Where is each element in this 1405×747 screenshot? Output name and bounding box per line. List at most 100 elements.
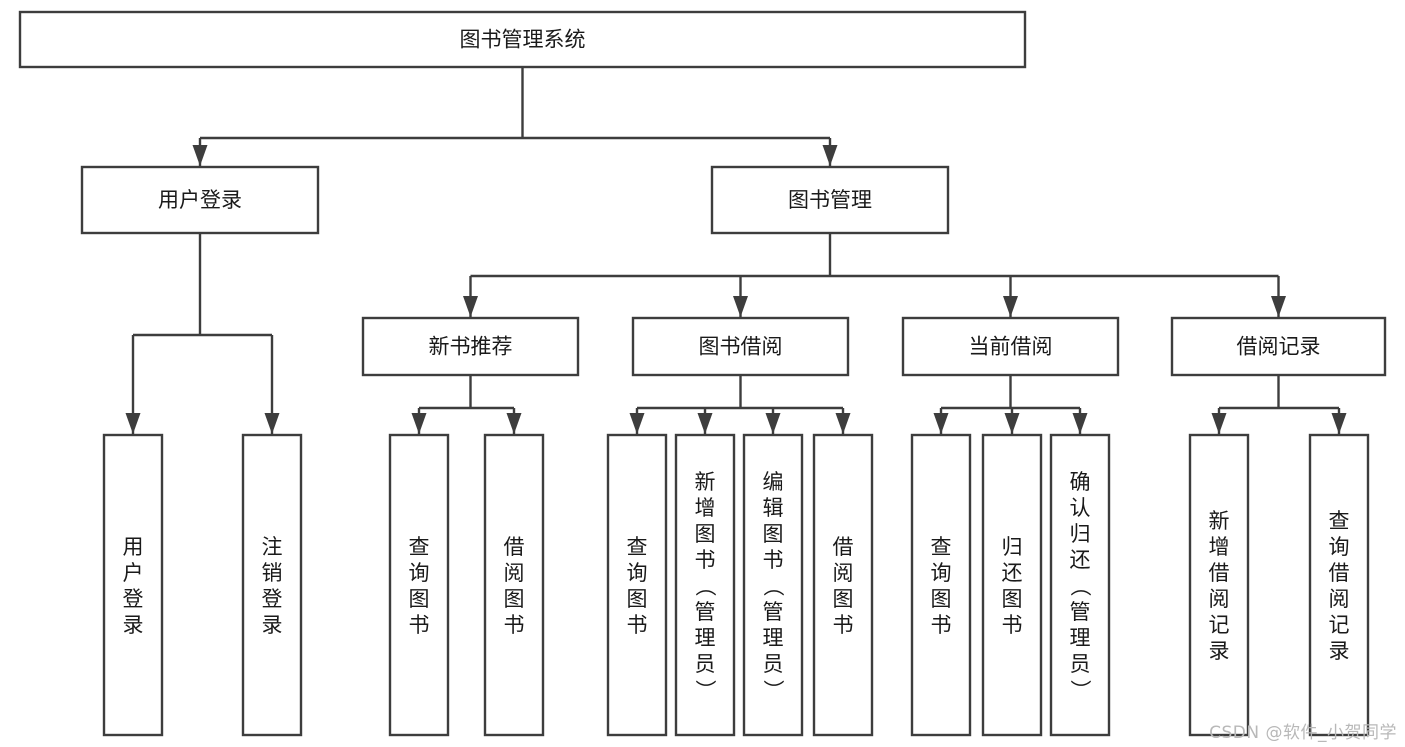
label-char: 录 <box>262 613 283 637</box>
label-char: 认 <box>1070 496 1091 520</box>
watermark-text: CSDN @软件_小贺同学 <box>1209 723 1397 743</box>
label-char: 辑 <box>763 496 784 520</box>
label-char: 书 <box>504 613 525 637</box>
label-char: 借 <box>1329 561 1350 585</box>
label-char: 书 <box>763 548 784 572</box>
label-char: 录 <box>123 613 144 637</box>
label-char: 增 <box>1209 535 1230 559</box>
label-char: 阅 <box>833 561 854 585</box>
label-char: 图 <box>763 522 784 546</box>
node-box <box>388 433 450 737</box>
node-box <box>981 433 1043 737</box>
node-box <box>742 433 804 737</box>
label-char: 员 <box>695 652 716 676</box>
node-level2-0[interactable]: 用户登录 <box>80 165 320 235</box>
arrow-head-icon <box>835 413 851 434</box>
arrow-head-icon <box>765 413 781 434</box>
node-level3-1[interactable]: 图书借阅 <box>631 316 850 377</box>
label-char: 书 <box>695 548 716 572</box>
label-char: 阅 <box>1329 587 1350 611</box>
label-char: 书 <box>931 613 952 637</box>
arrow-head-icon <box>697 413 713 434</box>
arrow-head-icon <box>1331 413 1347 434</box>
node-label: 借阅记录 <box>1237 335 1321 359</box>
label-char: 借 <box>504 535 525 559</box>
node-label: 图书管理系统 <box>460 28 586 52</box>
label-char: 图 <box>695 522 716 546</box>
label-char: 注 <box>262 535 283 559</box>
label-char: （ <box>1068 576 1092 597</box>
label-char: 询 <box>627 561 648 585</box>
node-box <box>812 433 874 737</box>
label-char: 录 <box>1209 639 1230 663</box>
label-char: 理 <box>695 626 716 650</box>
label-char: 员 <box>1070 652 1091 676</box>
label-char: 查 <box>409 535 430 559</box>
label-char: 录 <box>1329 639 1350 663</box>
label-char: 询 <box>931 561 952 585</box>
node-box <box>18 10 1027 69</box>
node-level3-2[interactable]: 当前借阅 <box>901 316 1120 377</box>
label-char: ） <box>693 680 717 701</box>
label-char: 归 <box>1070 522 1091 546</box>
label-char: 询 <box>409 561 430 585</box>
label-char: 查 <box>931 535 952 559</box>
label-char: 书 <box>627 613 648 637</box>
arrow-head-icon <box>1003 296 1018 317</box>
label-char: 户 <box>123 561 144 585</box>
label-char: 销 <box>262 561 283 585</box>
arrow-head-icon <box>411 413 427 434</box>
arrow-head-icon <box>933 413 949 434</box>
node-label: 用户登录 <box>158 188 242 212</box>
label-char: 还 <box>1070 548 1091 572</box>
label-char: 记 <box>1329 613 1350 637</box>
label-char: 图 <box>627 587 648 611</box>
node-level3-3[interactable]: 借阅记录 <box>1170 316 1387 377</box>
node-root[interactable]: 图书管理系统 <box>18 10 1027 69</box>
node-box <box>710 165 950 235</box>
node-box <box>241 433 303 737</box>
label-char: ） <box>1068 680 1092 701</box>
node-box <box>1188 433 1250 737</box>
node-label: 图书管理 <box>788 188 872 212</box>
label-char: 阅 <box>1209 587 1230 611</box>
node-leaf-user-0[interactable]: 用户登录 <box>102 433 164 737</box>
label-char: 还 <box>1002 561 1023 585</box>
label-char: 新 <box>695 470 716 494</box>
node-box <box>483 433 545 737</box>
arrow-head-icon <box>1271 296 1286 317</box>
arrow-head-icon <box>463 296 478 317</box>
node-label-vertical: 用户登录 <box>123 535 144 637</box>
node-level3-0[interactable]: 新书推荐 <box>361 316 580 377</box>
node-box <box>102 433 164 737</box>
arrow-head-icon <box>192 145 208 166</box>
node-label: 新书推荐 <box>429 335 513 359</box>
node-level2-1[interactable]: 图书管理 <box>710 165 950 235</box>
arrow-head-icon <box>822 145 838 166</box>
label-char: 理 <box>1070 626 1091 650</box>
label-char: 增 <box>695 496 716 520</box>
label-char: 查 <box>1329 509 1350 533</box>
label-char: 确 <box>1070 470 1091 494</box>
label-char: 借 <box>1209 561 1230 585</box>
arrow-head-icon <box>1072 413 1088 434</box>
label-char: 书 <box>1002 613 1023 637</box>
